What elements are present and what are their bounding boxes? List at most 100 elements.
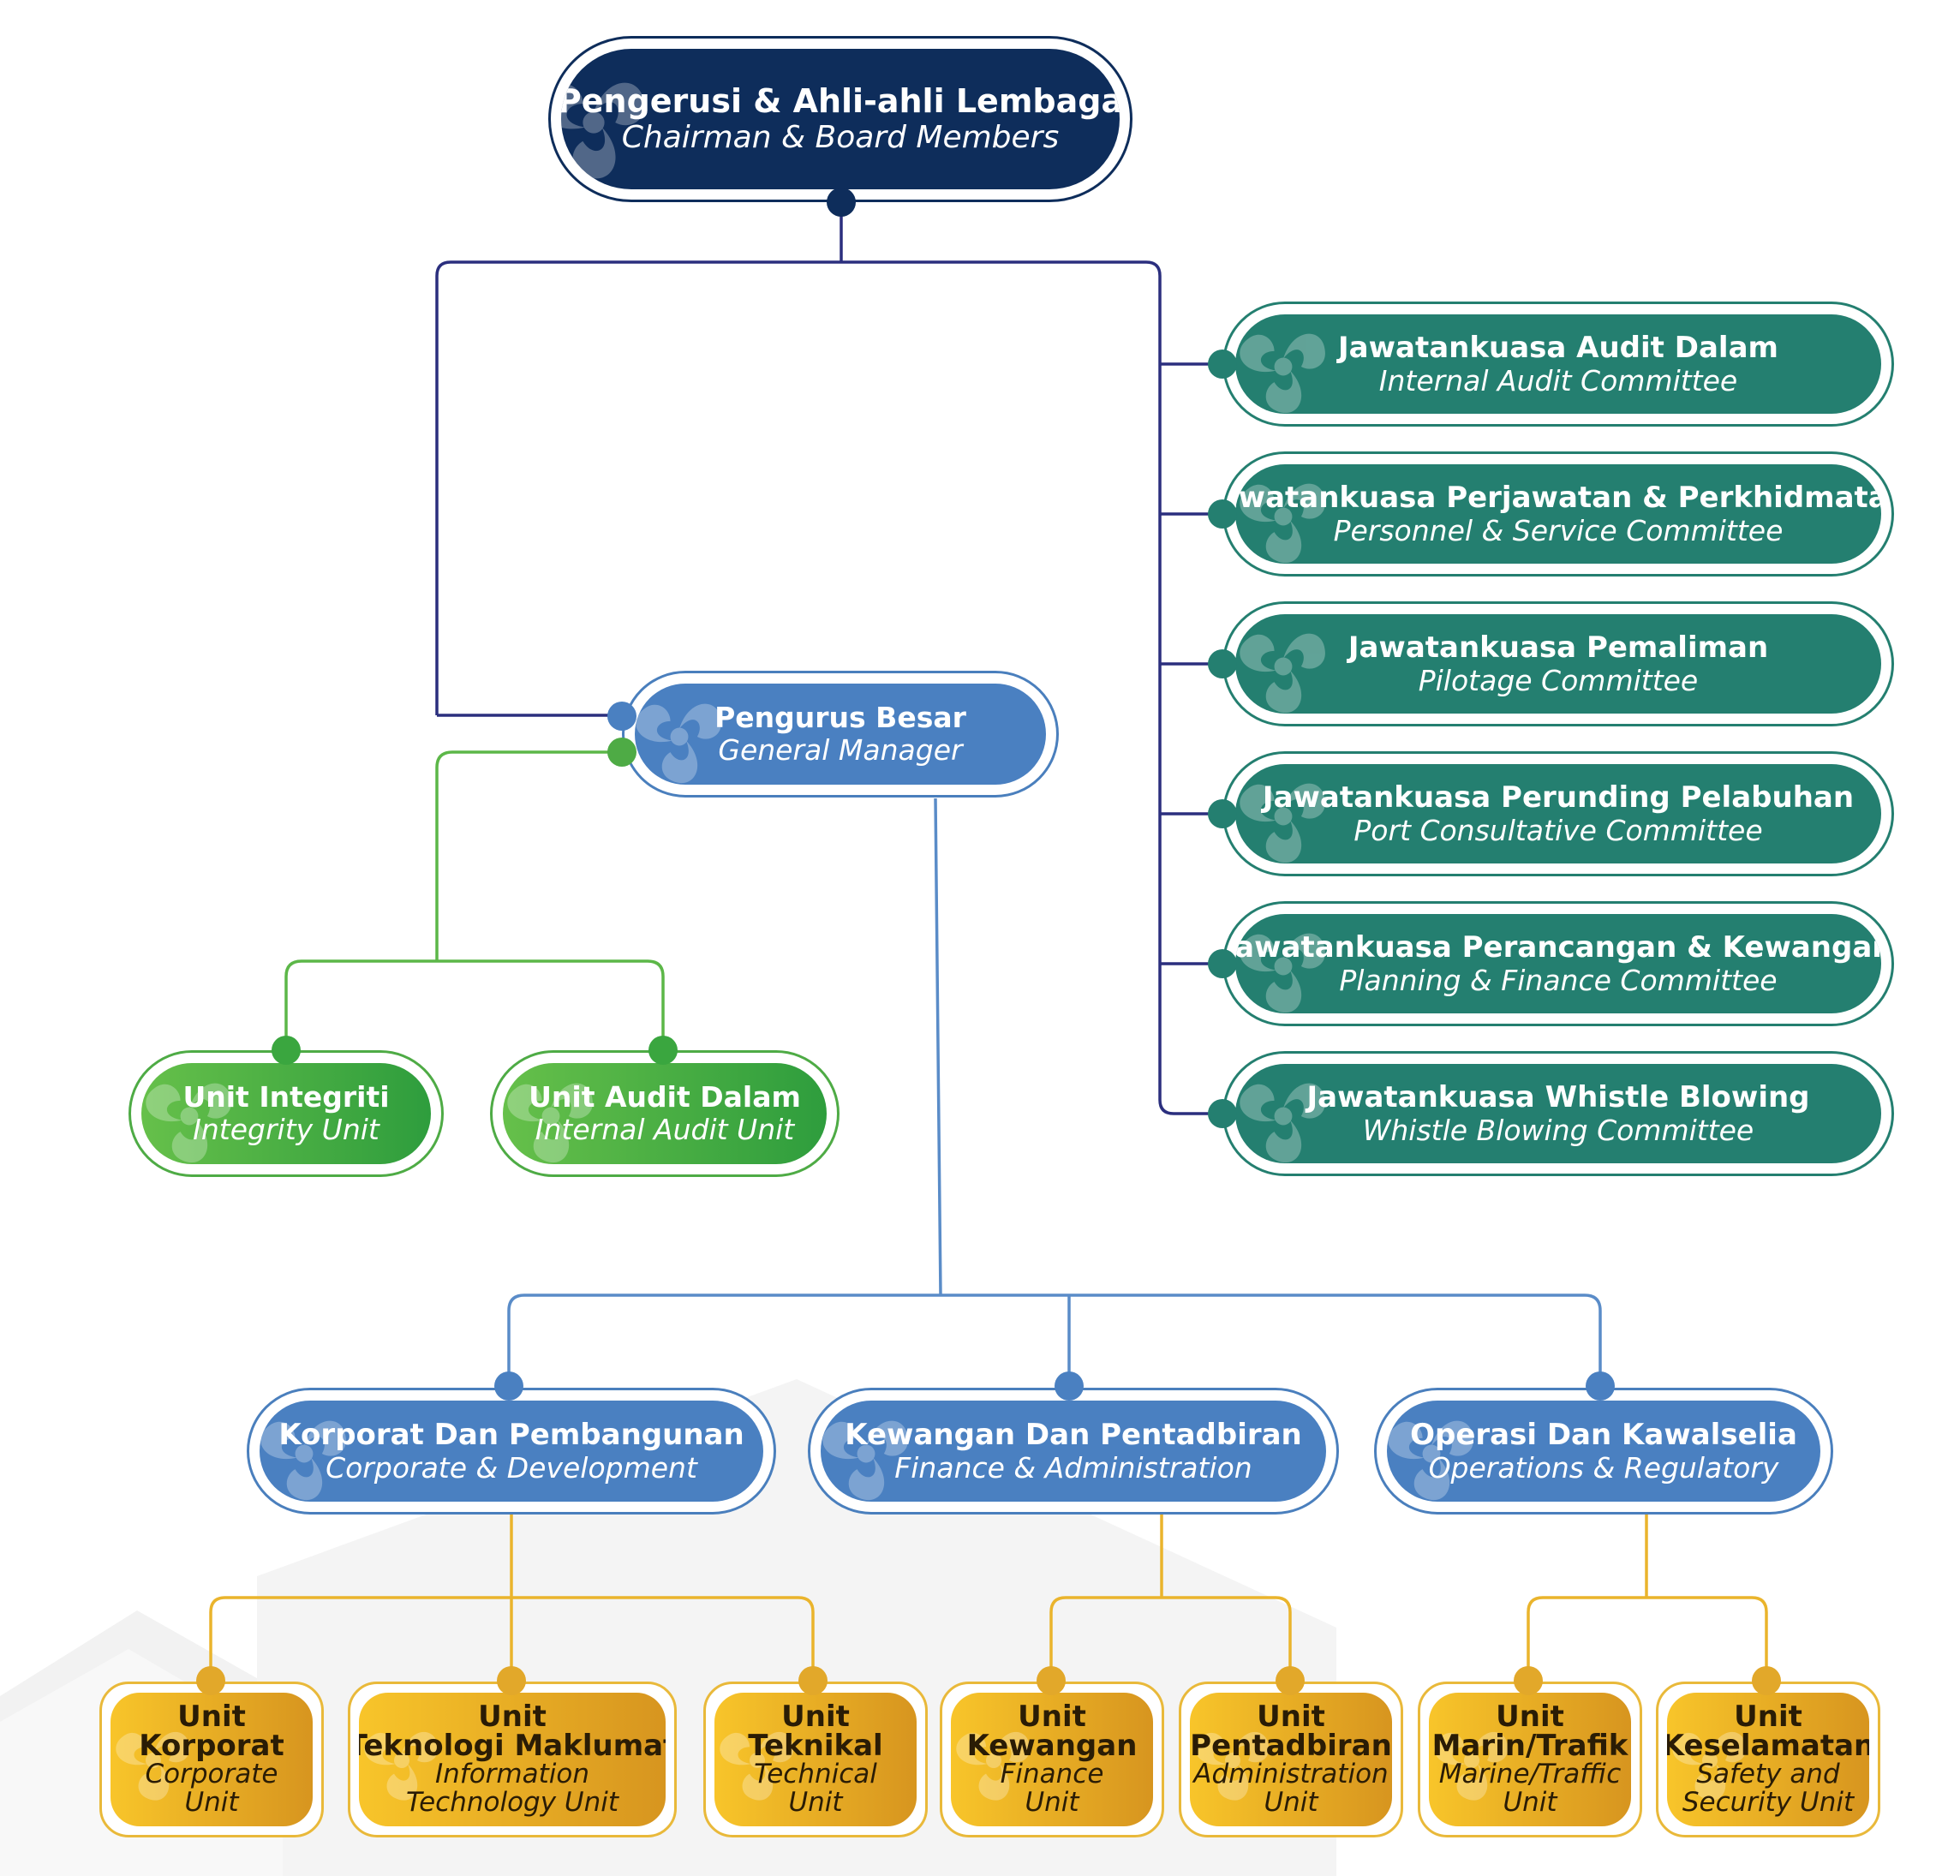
unit-connector-dot (798, 1666, 828, 1695)
node-subtitle: Planning & Finance Committee (1339, 963, 1778, 997)
unit-connector-dot (1514, 1666, 1543, 1695)
node-subtitle: Operations & Regulatory (1428, 1450, 1779, 1485)
swirl-logo-icon (1240, 933, 1325, 1013)
unit-connector-dot (1276, 1666, 1305, 1695)
division-connector-dot (494, 1371, 523, 1401)
node-title: Unit Teknikal (748, 1700, 883, 1764)
node-title: Jawatankuasa Perunding Pelabuhan (1262, 780, 1855, 815)
swirl-logo-icon (1434, 1731, 1509, 1801)
node-subtitle: Finance & Administration (894, 1450, 1252, 1485)
swirl-logo-icon (260, 1420, 346, 1501)
node-subtitle: Port Consultative Committee (1353, 813, 1763, 847)
node-title: Unit Teknologi Maklumat (359, 1700, 666, 1764)
node-subtitle: Whistle Blowing Committee (1362, 1113, 1754, 1147)
division-connector-dot (1055, 1371, 1084, 1401)
unit-connector-dot (196, 1666, 225, 1695)
swirl-logo-icon (1388, 1420, 1473, 1501)
node-subtitle: Personnel & Service Committee (1333, 513, 1784, 547)
committee-connector-dot (1208, 499, 1237, 529)
committee-connector-dot (1208, 799, 1237, 828)
swirl-logo-icon (636, 703, 721, 784)
unit-connector (1049, 1515, 1292, 1682)
node-title: Unit Korporat (139, 1700, 284, 1764)
node-title: Unit Pentadbiran (1190, 1700, 1392, 1764)
node-title: Pengurus Besar (714, 701, 966, 735)
swirl-logo-icon (561, 82, 645, 179)
swirl-logo-icon (1240, 333, 1325, 414)
node-title: Unit Integriti (182, 1080, 390, 1114)
gm-integrity-dot (607, 738, 636, 767)
node-subtitle: Integrity Unit (193, 1113, 379, 1146)
node-subtitle: Internal Audit Committee (1378, 363, 1738, 397)
node-title: Jawatankuasa Pemaliman (1348, 630, 1769, 665)
committee-connector-dot (1208, 649, 1237, 678)
node-subtitle: Safety and Security Unit (1682, 1759, 1855, 1818)
board-connector (435, 202, 1222, 1115)
node-subtitle: Administration Unit (1193, 1759, 1389, 1818)
unit-connector-dot (497, 1666, 526, 1695)
swirl-logo-icon (1240, 1083, 1325, 1163)
node-title: Kewangan Dan Pentadbiran (845, 1417, 1302, 1452)
committee-connector-dot (1208, 949, 1237, 978)
integrity-unit-dot (272, 1036, 301, 1065)
gm-board-dot (607, 702, 636, 731)
swirl-logo-icon (364, 1731, 439, 1801)
swirl-logo-icon (720, 1731, 794, 1801)
node-title: Unit Audit Dalam (529, 1080, 801, 1114)
node-subtitle: Finance Unit (1000, 1759, 1104, 1818)
integrity-connector (284, 750, 665, 1050)
node-subtitle: Corporate & Development (326, 1450, 697, 1485)
swirl-logo-icon (507, 1083, 593, 1163)
node-title: Unit Keselamatan (1667, 1700, 1869, 1764)
chairman-connector-dot (827, 188, 856, 217)
swirl-logo-icon (1240, 783, 1325, 863)
audit-unit-dot (648, 1036, 678, 1065)
node-title: Unit Kewangan (966, 1700, 1138, 1764)
node-subtitle: General Manager (718, 733, 963, 767)
node-subtitle: Internal Audit Unit (535, 1113, 795, 1146)
node-subtitle: Marine/Traffic Unit (1438, 1759, 1622, 1818)
node-title: Operasi Dan Kawalselia (1410, 1417, 1797, 1452)
unit-connector-dot (1752, 1666, 1781, 1695)
node-subtitle: Information Technology Unit (405, 1759, 619, 1818)
swirl-logo-icon (1240, 483, 1325, 564)
node-title: Jawatankuasa Perjawatan & Perkhidmatan (1235, 480, 1881, 515)
swirl-logo-icon (1672, 1731, 1747, 1801)
node-subtitle: Pilotage Committee (1418, 663, 1699, 697)
node-subtitle: Technical Unit (754, 1759, 877, 1818)
division-connector-dot (1586, 1371, 1615, 1401)
swirl-logo-icon (146, 1083, 231, 1163)
